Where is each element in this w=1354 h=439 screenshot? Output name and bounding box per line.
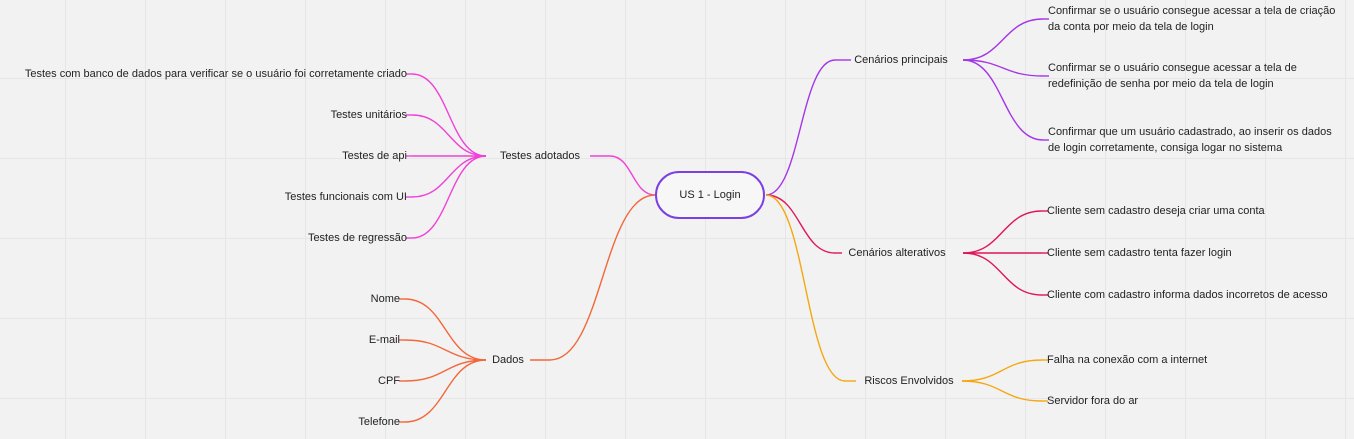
root-node-label: US 1 - Login [679,189,741,201]
testes-leaf-connector-2 [411,114,487,157]
connectors-testes-adotados [406,73,656,239]
leaf-teste-3[interactable]: Testes de api [342,150,407,162]
leaf-dados-2[interactable]: E-mail [368,334,400,346]
branch-riscos-envolvidos[interactable]: Riscos Envolvidos [864,375,954,387]
connectors-cenarios-principais [765,18,1049,196]
alterativos-trunk-connector [765,194,836,254]
riscos-leaf-connector-1 [961,359,1043,382]
leaf-alterativo-2[interactable]: Cliente sem cadastro tenta fazer login [1047,247,1232,259]
leaf-alterativo-3[interactable]: Cliente com cadastro informa dados incor… [1047,289,1328,301]
dados-leaf-connector-4 [404,359,487,423]
leaf-principal-3[interactable]: Confirmar que um usuário cadastrado, ao … [1048,126,1332,154]
riscos-leaf-connector-2 [961,380,1043,402]
principais-leaf-connector-1 [962,18,1044,61]
leaf-risco-2[interactable]: Servidor fora do ar [1047,395,1139,407]
leaf-risco-1[interactable]: Falha na conexão com a internet [1047,354,1208,366]
branch-cenarios-alterativos[interactable]: Cenários alterativos [848,247,946,259]
branch-dados[interactable]: Dados [492,354,524,366]
leaf-dados-4[interactable]: Telefone [358,416,400,428]
leaf-alterativo-1[interactable]: Cliente sem cadastro deseja criar uma co… [1047,205,1265,217]
leaf-teste-4[interactable]: Testes funcionais com UI [284,191,407,203]
riscos-trunk-connector [765,194,846,382]
connectors-cenarios-alterativos [765,194,1048,296]
connectors-riscos-envolvidos [765,194,1048,402]
leaf-teste-2[interactable]: Testes unitários [330,109,407,121]
principais-leaf-connector-2 [962,59,1044,77]
principais-trunk-connector [765,59,836,196]
branch-testes-adotados[interactable]: Testes adotados [499,150,581,162]
alterativos-leaf-connector-3 [962,252,1043,296]
leaf-dados-3[interactable]: CPF [378,375,400,387]
leaf-principal-1[interactable]: Confirmar se o usuário consegue acessar … [1048,5,1336,33]
root-node[interactable]: US 1 - Login [655,171,765,219]
leaf-teste-1[interactable]: Testes com banco de dados para verificar… [24,68,407,80]
dados-leaf-connector-2 [404,339,487,361]
connectors-dados [399,194,656,423]
testes-leaf-connector-4 [411,155,487,198]
leaf-principal-2[interactable]: Confirmar se o usuário consegue acessar … [1048,62,1297,90]
leaf-dados-1[interactable]: Nome [370,293,400,305]
testes-trunk-connector [609,155,656,196]
principais-leaf-connector-3 [962,59,1044,141]
dados-leaf-connector-3 [404,359,487,382]
dados-leaf-connector-1 [404,298,487,361]
dados-trunk-connector [549,194,656,361]
alterativos-leaf-connector-1 [962,210,1043,254]
testes-leaf-connector-5 [411,155,487,239]
testes-leaf-connector-1 [411,73,487,157]
leaf-teste-5[interactable]: Testes de regressão [307,232,407,244]
branch-cenarios-principais[interactable]: Cenários principais [854,54,948,66]
